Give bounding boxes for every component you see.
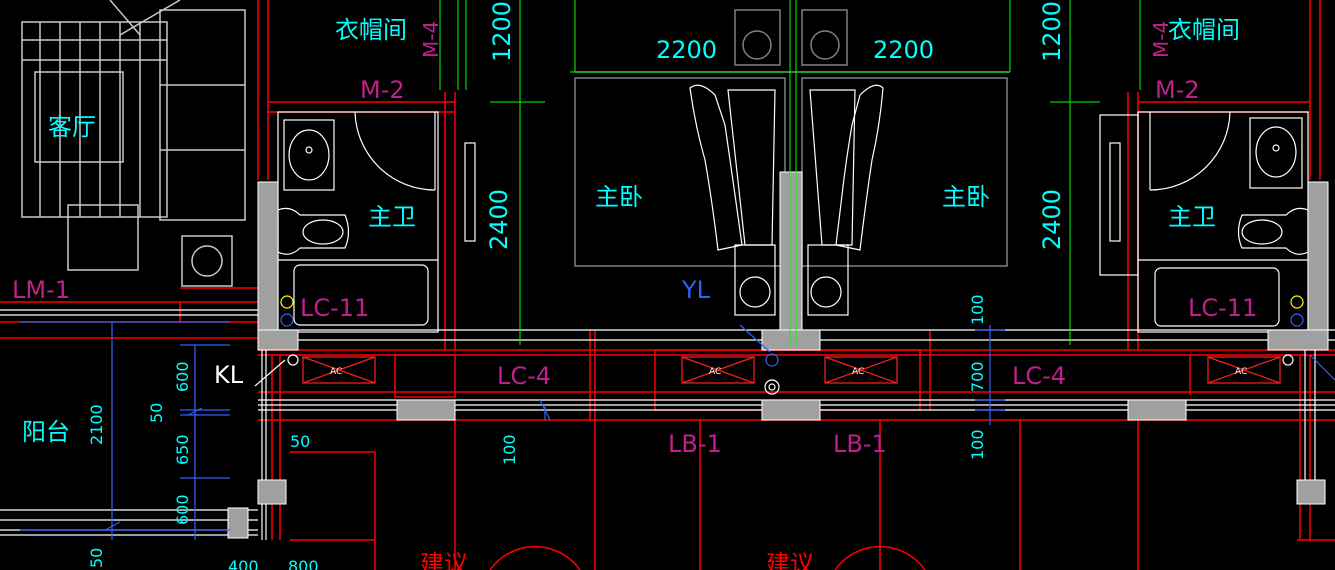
room-label-balcony: 阳台 — [22, 418, 70, 446]
dim-2400-right: 2400 — [1038, 189, 1066, 250]
tag-lm1: LM-1 — [12, 276, 70, 304]
dim-650: 650 — [173, 434, 192, 465]
tag-lc4-right: LC-4 — [1012, 362, 1066, 390]
tag-m2-left: M-2 — [360, 76, 405, 104]
dim-100-a: 100 — [500, 434, 519, 465]
living-room-furniture — [21, 0, 246, 287]
tag-yl: YL — [681, 276, 711, 304]
blue-dimension-lines — [20, 321, 1335, 540]
bathroom-left-fixtures — [277, 111, 476, 333]
room-label-cloakroom-right: 衣帽间 — [1168, 16, 1240, 44]
room-label-bedroom-right: 主卧 — [942, 183, 990, 211]
tag-construct-right: 建议 — [766, 550, 814, 570]
tag-lb1-left: LB-1 — [668, 430, 722, 458]
green-dimension-lines — [439, 0, 1141, 345]
tag-construct-left: 建议 — [420, 550, 468, 570]
ac-label-1: AC — [330, 367, 342, 377]
dim-2200-right: 2200 — [873, 36, 934, 64]
tag-kl: KL — [214, 361, 244, 389]
dim-400: 400 — [228, 557, 259, 570]
dim-600-top: 600 — [173, 361, 192, 392]
tag-lc4-left: LC-4 — [497, 362, 551, 390]
tag-lb1-right: LB-1 — [833, 430, 887, 458]
dim-100-b: 100 — [968, 294, 987, 325]
room-label-bath-right: 主卫 — [1168, 203, 1216, 231]
dim-50-a: 50 — [147, 403, 166, 423]
dim-2100: 2100 — [87, 404, 106, 445]
dim-2400-left: 2400 — [485, 189, 513, 250]
dim-700: 700 — [968, 361, 987, 392]
pipes — [254, 295, 1304, 395]
dim-50-c: 50 — [87, 548, 106, 568]
dim-600-bottom: 600 — [173, 494, 192, 525]
dim-800: 800 — [288, 557, 319, 570]
tag-lc11-right: LC-11 — [1188, 294, 1257, 322]
tag-lc11-left: LC-11 — [300, 294, 369, 322]
tag-m4-left: M-4 — [419, 21, 443, 58]
ac-label-3: AC — [852, 367, 864, 377]
ac-units — [302, 356, 1281, 384]
ac-label-2: AC — [709, 367, 721, 377]
dim-100-c: 100 — [968, 429, 987, 460]
room-label-bedroom-left: 主卧 — [595, 183, 643, 211]
room-label-bath-left: 主卫 — [368, 203, 416, 231]
tag-m4-right: M-4 — [1149, 21, 1173, 58]
ac-label-4: AC — [1235, 367, 1247, 377]
tag-m2-right: M-2 — [1155, 76, 1200, 104]
room-label-cloakroom-left: 衣帽间 — [335, 16, 407, 44]
dim-2200-left: 2200 — [656, 36, 717, 64]
dim-1200-right: 1200 — [1038, 1, 1066, 62]
room-label-living: 客厅 — [48, 113, 96, 141]
dim-50-b: 50 — [290, 432, 310, 451]
bed-bedding-outlines — [689, 84, 884, 316]
dim-1200-left: 1200 — [488, 1, 516, 62]
